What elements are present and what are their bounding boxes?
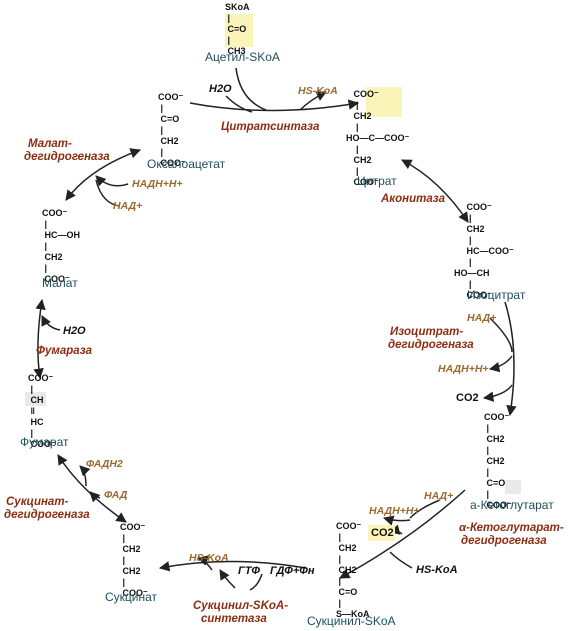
fumarate-structure: COO⁻ | CH ‖ HC | COO⁻ [28,373,56,449]
arrow-akg-dh [339,489,466,579]
hs-koa-top-label: HS-KoA [298,85,338,97]
h2o-fum-label: H2O [63,325,86,337]
gtp-label: ГТФ [238,565,260,577]
arrow-h2o-in [225,95,253,113]
arrow-malate-dh [65,148,141,201]
fadh2-label: ФАДН2 [86,458,123,470]
succinate-label: Сукцинат [105,590,158,604]
arrow-acetyl-in [235,67,267,111]
h2o-top-label: H2O [209,83,232,95]
succinyl-synthetase-label-1: Сукцинил-SKoA- [193,600,289,612]
succinate-structure: COO⁻ | CH2 | CH2 | COO⁻ [120,522,148,598]
succinate-dh-label-1: Сукцинат- [6,496,69,508]
nad-malate-label: НАД+ [113,200,143,212]
arrow-co2-out-1 [482,384,513,402]
arrow-gtp-out [219,569,236,589]
nad-isocitrate-label: НАД+ [467,312,497,324]
acetyl-scoa-label: Ацетил-SKoA [205,50,280,64]
arrow-hs-koa-out-succ [196,555,213,571]
co2-akg-label: CO2 [371,527,394,539]
arrow-nad-in-1 [489,317,513,353]
fumarate-label: Фумарат [20,435,69,449]
succinate-dh-label-2: дегидрогеназа [4,509,90,521]
gdp-pn-label: ГДФ+Фн [270,565,315,577]
citrate-structure: COO⁻ | CH2 | HO—C—COO⁻ | CH2 | COO⁻ [346,89,410,187]
arrow-succinyl-synthetase [158,560,307,572]
a-ketoglutarate-label: a-Кетоглутарат [470,498,554,512]
arrow-hs-koa-in [389,551,413,569]
arrow-fad-in [89,491,101,503]
arrow-nadh-out-2 [382,515,411,526]
malate-dh-label-2: дегидрогеназа [24,151,110,163]
malate-label: Малат [42,276,78,290]
arrow-fadh2-out [79,465,91,487]
fad-label: ФАД [104,489,128,501]
arrow-nadh-malate [95,175,129,187]
malate-dh-label-1: Малат- [28,138,72,150]
arrow-nad-in-2 [409,499,441,519]
citrate-synthase-label: Цитратсинтаза [221,121,320,133]
arrow-gdp-in [249,573,263,591]
akg-dh-label-1: α-Кетоглутарат- [459,522,564,534]
akg-dh-label-2: дегидрогеназа [461,535,547,547]
nadh-akg-label: НАДН+Н+ [369,505,420,517]
arrow-nad-malate [95,179,121,207]
citrate-label: Цитрат [357,174,397,188]
nadh-isocitrate-label: НАДН+Н+ [438,363,489,375]
acetyl-highlight [225,14,253,47]
hs-koa-akg-label: HS-KoA [416,564,458,576]
arrow-isocitrate-dh [504,301,517,417]
succinyl-synthetase-label-2: синтетаза [201,613,267,625]
isocitrate-dh-label-1: Изоцитрат- [390,326,464,338]
nad-akg-label: НАД+ [424,490,454,502]
isocitrate-structure: COO⁻ | CH2 | HC—COO⁻ | HO—CH | COO⁻ [454,202,514,300]
arrow-hs-koa-out [299,91,327,111]
nadh-malate-label: НАДН+Н+ [132,178,183,190]
arrow-fumarase [33,298,46,380]
arrow-h2o-fum [41,315,61,331]
co2-highlight [368,525,395,541]
isocitrate-dh-label-2: дегидрогеназа [388,339,474,351]
akg-highlight [505,480,521,494]
succinyl-structure: COO⁻ | CH2 | CH2 | C=O | S—KoA [336,521,370,619]
isocitrate-label: Изоцитрат [467,288,526,302]
succinyl-scoa-label: Сукцинил-SKoA [307,614,396,628]
citrate-highlight [366,87,402,117]
acetyl-structure: SKoA | C=O | CH3 [225,2,250,56]
oxaloacetate-structure: COO⁻ | C=O | CH2 | COO⁻ [158,92,186,168]
aconitase-label: Аконитаза [381,193,446,205]
co2-isocitrate-label: CO2 [456,392,479,404]
arrow-citrate-synthase [189,99,360,112]
oxaloacetate-label: Оксалоацетат [147,157,226,171]
fumarase-label: Фумараза [36,345,92,357]
arrow-aconitase [401,159,469,223]
fumarate-highlight [25,392,46,406]
arrow-nadh-out-1 [488,355,513,373]
arrow-succinate-dh [57,454,127,523]
akg-structure: COO⁻ | CH2 | CH2 | C=O | COO⁻ [484,412,512,510]
malate-structure: COO⁻ | HC—OH | CH2 | COO⁻ [42,208,80,284]
hs-koa-succ-label: HS-KoA [189,552,229,564]
